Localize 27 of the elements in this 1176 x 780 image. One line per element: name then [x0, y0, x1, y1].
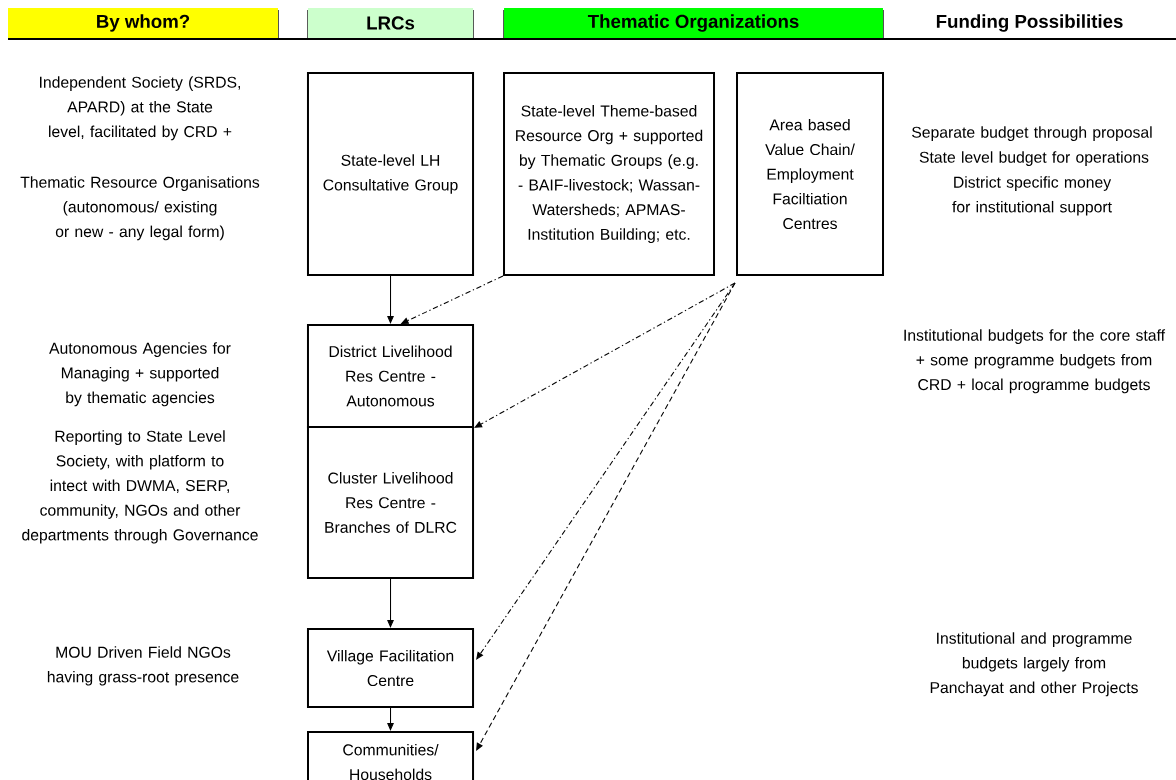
header-cell: Thematic Organizations	[504, 8, 883, 38]
process-box: Area based Value Chain/ Employment Faciltiation Centres	[736, 72, 884, 276]
arrow	[476, 282, 736, 660]
column-header: Funding Possibilities	[936, 14, 1123, 32]
note-text: Institutional and programme budgets largely from Panchayat and other Projects	[930, 632, 1138, 697]
arrow	[387, 275, 394, 324]
arrow	[476, 282, 736, 751]
note-text: State level budget for operations	[919, 151, 1149, 166]
process-box: Cluster Livelihood Res Centre - Branches of DLRC	[306, 426, 475, 579]
note-text: Reporting to State Level Society, with platform to intect with DWMA, SERP, community, NGOs and other departments through Governance	[22, 430, 258, 544]
process-box: State-level LH Consultative Group	[306, 72, 475, 276]
note-text: Separate budget through proposal	[912, 126, 1152, 141]
note-text: Autonomous Agencies for Managing + supported by thematic agencies	[49, 342, 231, 407]
process-box: District Livelihood Res Centre - Autonomous	[306, 324, 475, 428]
arrow	[387, 707, 394, 731]
arrow	[474, 282, 736, 428]
note-text: MOU Driven Field NGOs having grass-root presence	[47, 646, 239, 686]
note-text: Thematic Resource Organisations (autonomous/ existing or new - any legal form)	[20, 176, 260, 241]
note-text: Institutional budgets for the core staff + some programme budgets from CRD + local programme budgets	[904, 329, 1166, 394]
note-text: District specific money for institutional support	[952, 176, 1112, 216]
process-box: Village Facilitation Centre	[306, 628, 475, 708]
header-cell: By whom?	[8, 8, 278, 38]
process-box: State-level Theme-based Resource Org + supported by Thematic Groups (e.g. - BAIF-livestock; Wassan-Watersheds; APMAS-Institution Building; etc.	[503, 72, 715, 276]
arrow	[387, 578, 394, 628]
note-text: Independent Society (SRDS, APARD) at the State level, facilitated by CRD +	[40, 76, 240, 141]
header-cell: LRCs	[307, 8, 474, 38]
process-box: Communities/ Households	[306, 731, 475, 780]
